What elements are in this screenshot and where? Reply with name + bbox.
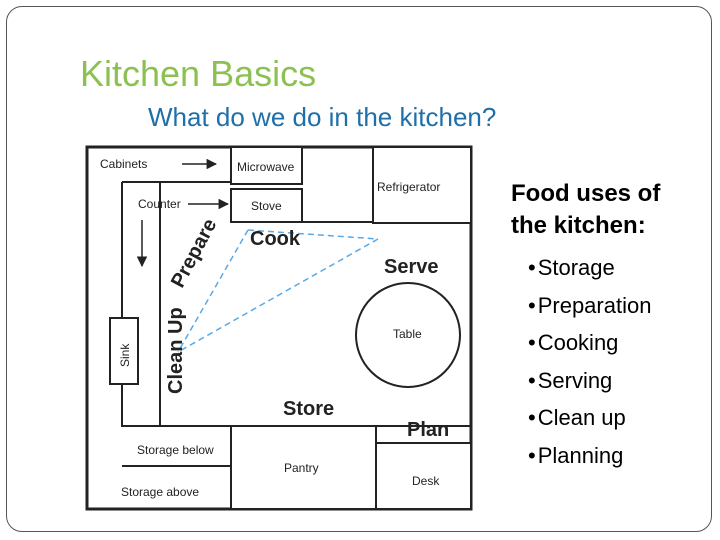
uses-heading: Food uses of the kitchen: [511, 180, 661, 240]
stove-box [230, 188, 303, 223]
counter-edge [121, 182, 160, 427]
slide-frame [6, 6, 712, 532]
plan-label: Plan [407, 419, 449, 441]
list-item: Storage [528, 251, 651, 289]
uses-list: Storage Preparation Cooking Serving Clea… [528, 251, 652, 477]
desk-box [375, 442, 472, 510]
microwave-box [230, 146, 303, 185]
list-item: Planning [528, 439, 651, 477]
slide-subtitle: What do we do in the kitchen? [148, 102, 497, 132]
prepare-label: Prepare [167, 215, 221, 291]
store-label: Store [283, 398, 334, 420]
sink-box [109, 317, 139, 385]
cabinets-label: Cabinets [100, 157, 147, 171]
refrigerator-label: Refrigerator [377, 180, 440, 194]
microwave-label: Microwave [237, 160, 295, 174]
pantry-label: Pantry [284, 461, 319, 475]
counter-label: Counter [138, 197, 181, 211]
desk-label: Desk [412, 474, 440, 488]
list-item: Cooking [528, 326, 651, 364]
pantry-box [230, 425, 377, 510]
refrigerator-box [372, 146, 472, 224]
stove-label: Stove [251, 199, 282, 213]
serve-label: Serve [384, 256, 439, 278]
clean-up-label: Clean Up [165, 307, 187, 394]
storage-below-label: Storage below [137, 443, 214, 457]
cook-label: Cook [250, 228, 301, 250]
work-triangle [177, 229, 379, 353]
storage-above-label: Storage above [121, 485, 199, 499]
table-label: Table [393, 327, 422, 341]
slide-title: Kitchen Basics [80, 53, 317, 94]
sink-label: Sink [118, 343, 132, 367]
table-circle [355, 282, 461, 388]
list-item: Serving [528, 364, 651, 402]
list-item: Preparation [528, 289, 652, 327]
list-item: Clean up [528, 401, 651, 439]
